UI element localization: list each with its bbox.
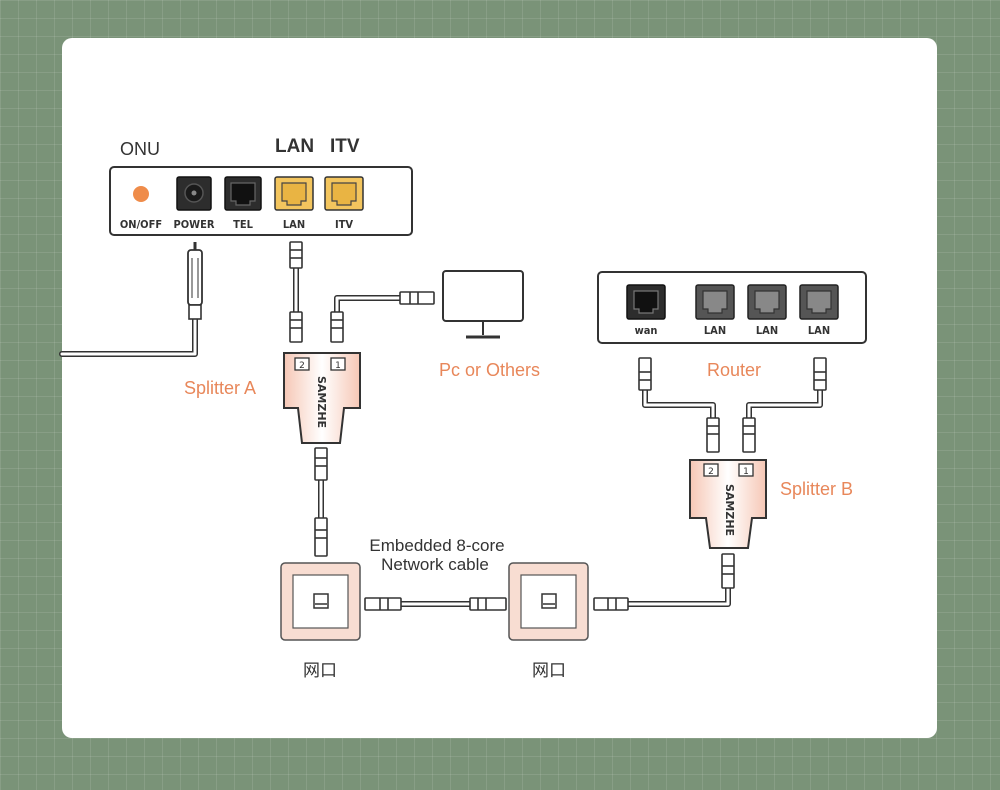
plug-splitter-a-1 bbox=[330, 311, 344, 343]
splitter-b-port-1: 1 bbox=[743, 467, 749, 477]
splitter-b-port-2: 2 bbox=[708, 467, 714, 477]
router-caption-lan-3: LAN bbox=[808, 324, 830, 337]
splitter-a-port-1: 1 bbox=[335, 361, 341, 371]
plug-wall-left-top bbox=[314, 517, 328, 557]
onu-itv-port bbox=[324, 176, 364, 211]
splitter-b-label: Splitter B bbox=[780, 479, 854, 499]
plug-splitter-a-out bbox=[314, 447, 328, 481]
router-lan-port-3 bbox=[799, 284, 839, 320]
wall-port-left bbox=[280, 562, 361, 641]
splitter-a-label: Splitter A bbox=[184, 378, 257, 398]
wall-port-right bbox=[508, 562, 589, 641]
router-device: wan LAN LAN LAN bbox=[597, 271, 867, 344]
onu-tel-port bbox=[224, 176, 262, 211]
rj45-plugs bbox=[289, 241, 827, 611]
plug-wall-right-out bbox=[593, 597, 629, 611]
diagram-card bbox=[62, 38, 937, 738]
router-caption-lan-2: LAN bbox=[756, 324, 778, 337]
onu-power-led bbox=[133, 186, 149, 202]
power-plug bbox=[187, 242, 203, 320]
onu-caption-tel: TEL bbox=[233, 218, 254, 231]
plug-pc bbox=[399, 291, 435, 305]
plug-splitter-b-1 bbox=[742, 417, 756, 453]
pc-label: Pc or Others bbox=[439, 360, 541, 380]
onu-device: ON/OFF POWER TEL LAN ITV bbox=[109, 166, 413, 236]
onu-caption-power: POWER bbox=[174, 218, 215, 231]
cable-label-line2: Network cable bbox=[381, 555, 489, 574]
onu-caption-lan: LAN bbox=[283, 218, 305, 231]
splitter-a-port-2: 2 bbox=[299, 361, 305, 371]
onu-title: ONU bbox=[120, 139, 160, 159]
router-wan-port bbox=[626, 284, 666, 320]
splitter-a: 2 1 SAMZHE bbox=[283, 352, 361, 444]
onu-header-itv: ITV bbox=[330, 136, 360, 157]
onu-power-jack bbox=[176, 176, 212, 211]
splitter-b: 2 1 SAMZHE bbox=[689, 459, 767, 549]
splitter-a-brand: SAMZHE bbox=[315, 376, 328, 428]
onu-lan-port bbox=[274, 176, 314, 211]
wall-port-left-label: 网口 bbox=[303, 661, 337, 680]
cable-label-line1: Embedded 8-core bbox=[369, 536, 505, 555]
power-cable bbox=[60, 316, 197, 356]
onu-caption-itv: ITV bbox=[335, 218, 353, 231]
plug-wall-right-left bbox=[469, 597, 507, 611]
plug-splitter-b-out bbox=[721, 553, 735, 589]
onu-header-lan: LAN bbox=[275, 136, 315, 157]
router-caption-lan-1: LAN bbox=[704, 324, 726, 337]
plug-router-wan bbox=[638, 357, 652, 391]
router-lan-port-2 bbox=[747, 284, 787, 320]
splitter-b-brand: SAMZHE bbox=[723, 484, 736, 536]
plug-onu-lan bbox=[289, 241, 303, 269]
plug-splitter-a-2 bbox=[289, 311, 303, 343]
wall-port-right-label: 网口 bbox=[532, 661, 566, 680]
router-caption-wan: wan bbox=[635, 324, 658, 337]
router-lan-port-1 bbox=[695, 284, 735, 320]
pc-monitor bbox=[442, 270, 524, 339]
onu-caption-onoff: ON/OFF bbox=[120, 218, 162, 231]
router-label: Router bbox=[707, 360, 762, 380]
plug-router-lan bbox=[813, 357, 827, 391]
plug-wall-left-right bbox=[364, 597, 402, 611]
plug-splitter-b-2 bbox=[706, 417, 720, 453]
